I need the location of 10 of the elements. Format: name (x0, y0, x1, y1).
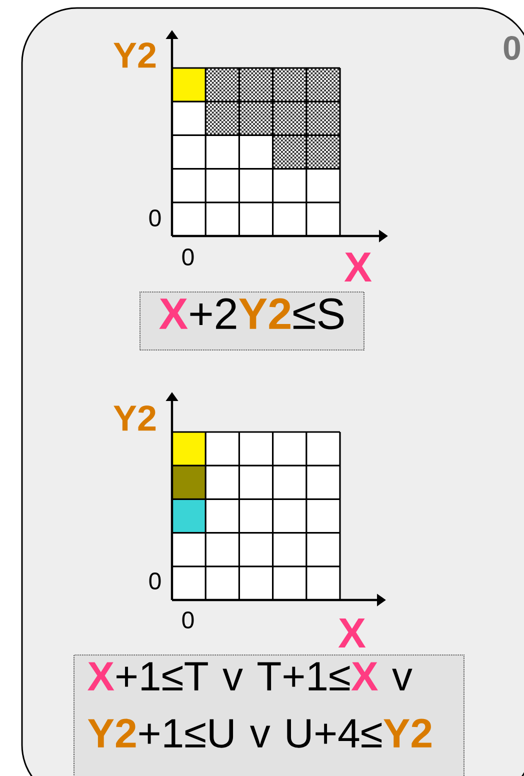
axis-label: Y2 (114, 405, 156, 431)
axis-label: Y2 (114, 42, 156, 68)
text-fragment: 0 (504, 36, 520, 60)
tick-label: 0 (149, 572, 161, 590)
tick-label: 0 (182, 612, 194, 628)
tick-label: 0 (149, 210, 161, 226)
tick-label: 0 (182, 248, 194, 266)
axis-label: X (344, 252, 372, 282)
formula-box: X+1≤T v T+1≤X v Y2+1≤U v U+4≤Y2 (74, 654, 464, 776)
formula-box: X+2Y2≤S (140, 292, 364, 350)
